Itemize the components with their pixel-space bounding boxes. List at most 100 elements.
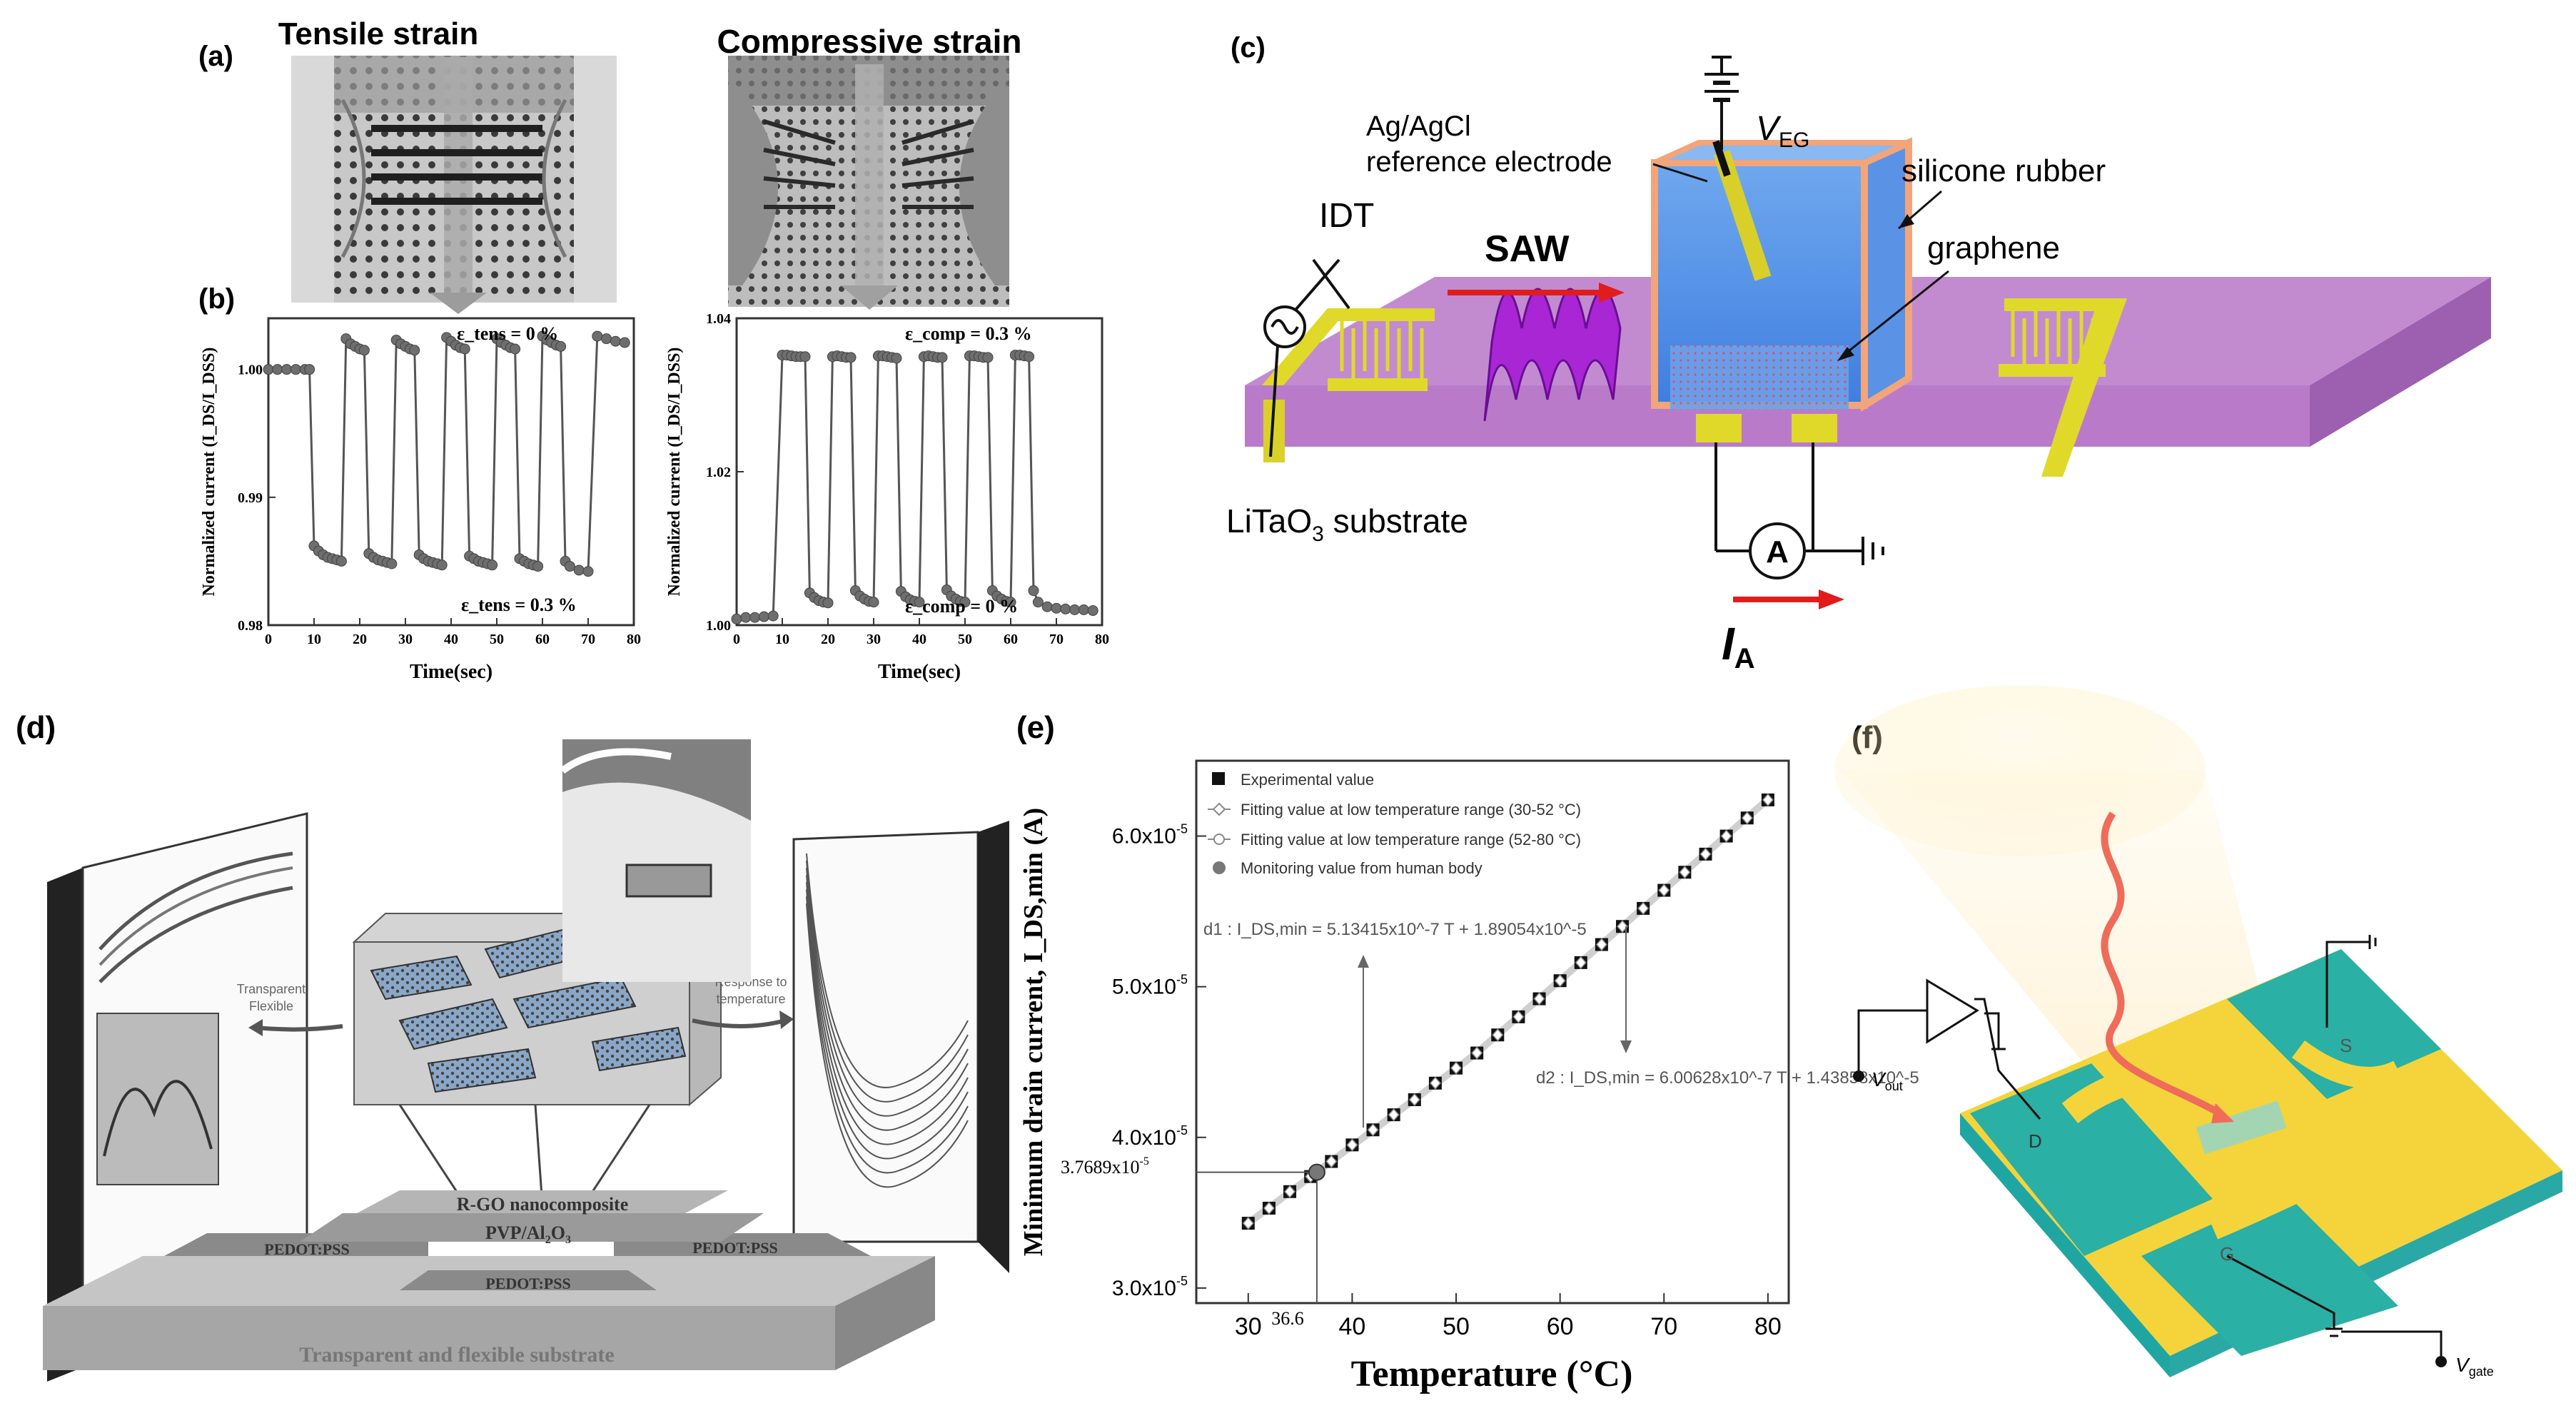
marker-x-value: 36.6 [1271, 1308, 1304, 1329]
ytick-label: 6.0x10-5 [1112, 822, 1188, 849]
data-point [290, 364, 301, 375]
xtick-label: 40 [1339, 1313, 1366, 1340]
fit-marker [1429, 1076, 1441, 1090]
fit-marker [1450, 1061, 1463, 1075]
data-point [799, 351, 811, 363]
idt-label: IDT [1319, 197, 1374, 235]
xtick-label: 0 [265, 632, 272, 647]
data-point [1032, 597, 1044, 608]
marker-y-value: 3.7689x10-5 [1061, 1155, 1149, 1177]
ammeter-circuit [1714, 442, 1884, 579]
xtick-label: 60 [535, 632, 550, 647]
data-point [891, 353, 902, 364]
chart-b-right-yticks: 1.00 1.02 1.04 [706, 311, 744, 634]
device-stack [43, 1190, 935, 1370]
chart-b-right-annot-top: ε_comp = 0.3 % [905, 323, 1032, 344]
fit1-equation: d1 : I_DS,min = 5.13415x10^-7 T + 1.8905… [1203, 920, 1587, 939]
vout-terminal-icon [1853, 1070, 1864, 1082]
ytick-label: 1.00 [706, 618, 731, 634]
data-point [436, 559, 448, 571]
gate-label: G [2220, 1243, 2234, 1265]
data-point [1069, 604, 1081, 615]
pedot-bottom-label: PEDOT:PSS [485, 1275, 570, 1292]
xtick-label: 20 [821, 632, 835, 647]
silicone-rubber-label: silicone rubber [1901, 153, 2106, 188]
data-point [982, 352, 994, 363]
source-label: S [2340, 1035, 2352, 1056]
chart-b-left-xlabel: Time(sec) [410, 661, 493, 683]
data-point [358, 345, 370, 356]
data-point [822, 597, 834, 609]
chart-b-left-ylabel: Normalized current (I_DS/I_DSS) [200, 348, 218, 597]
series-line [268, 333, 625, 573]
panel-d: (d) Transparent Flexible [16, 710, 1009, 1382]
xtick-label: 50 [1443, 1313, 1470, 1340]
right-curve-board [792, 821, 1009, 1273]
fit-marker [1346, 1138, 1358, 1152]
idt-right [1999, 298, 2127, 477]
data-point [767, 610, 779, 622]
xtick-label: 80 [627, 632, 641, 647]
ref-electrode-line1: Ag/AgCl [1366, 111, 1471, 142]
battery-veg-icon [1704, 56, 1739, 114]
panel-a: (a) Tensile strain Compressive strain [198, 16, 1021, 314]
ac-source-icon [1263, 258, 1350, 457]
panel-e-label: (e) [1016, 710, 1055, 745]
data-point [1024, 351, 1035, 363]
data-point [582, 566, 594, 577]
fit-marker [1512, 1010, 1525, 1024]
ytick-label: 1.02 [706, 465, 731, 480]
data-point [564, 561, 575, 572]
legend-fit1: Fitting value at low temperature range (… [1241, 801, 1581, 819]
fit-marker [1699, 847, 1712, 861]
substrate-label: LiTaO3 substrate [1226, 502, 1468, 546]
chart-b-right-xlabel: Time(sec) [878, 661, 961, 683]
data-point [1041, 601, 1053, 612]
xtick-label: 70 [581, 632, 595, 647]
xtick-label: 20 [353, 632, 367, 647]
data-point [740, 612, 752, 623]
fit-marker [1533, 992, 1545, 1006]
chart-b-left-yticks: 0.980.991.00 [238, 363, 276, 634]
drain-label: D [2029, 1130, 2042, 1152]
data-point [936, 352, 948, 363]
fit-marker [1408, 1093, 1420, 1107]
data-point [304, 364, 315, 375]
data-point [610, 335, 621, 347]
ytick-label: 1.04 [706, 311, 731, 327]
fit-marker [1388, 1108, 1400, 1122]
litao3-substrate-side [2310, 277, 2491, 447]
fit-marker [1325, 1155, 1338, 1168]
legend-fit2: Fitting value at low temperature range (… [1241, 831, 1581, 849]
chart-b-left-annot-top: ε_tens = 0 % [457, 323, 558, 344]
data-point [731, 613, 742, 624]
xtick-label: 30 [1235, 1313, 1262, 1340]
fit-marker [1762, 793, 1774, 807]
chart-e-yticks: 3.0x10-54.0x10-55.0x10-56.0x10-5 [1112, 822, 1206, 1300]
xtick-label: 60 [1004, 632, 1018, 647]
ytick-label: 1.00 [238, 363, 263, 378]
data-point [459, 343, 470, 355]
ytick-label: 5.0x10-5 [1112, 973, 1188, 999]
saw-arrow [1448, 283, 1625, 303]
ia-label: IA [1722, 618, 1755, 674]
left-curve-board [47, 812, 308, 1382]
wrist-photo [560, 739, 751, 982]
idt-left [1262, 308, 1435, 462]
pedot-right-label: PEDOT:PSS [692, 1239, 777, 1257]
xtick-label: 80 [1754, 1313, 1782, 1340]
litao3-substrate-front [1245, 385, 2310, 447]
data-point [749, 612, 761, 623]
light-wave [2101, 811, 2222, 1117]
legend-marker-monitor [1213, 861, 1226, 874]
tensile-photo [291, 56, 617, 314]
chart-b-right-marks [731, 350, 1098, 624]
tensile-strain-title: Tensile strain [278, 16, 478, 51]
vgate-terminal-icon [2435, 1356, 2447, 1367]
fit-line-low [1246, 1050, 1480, 1226]
xtick-label: 10 [775, 632, 789, 647]
data-point [1060, 603, 1071, 614]
